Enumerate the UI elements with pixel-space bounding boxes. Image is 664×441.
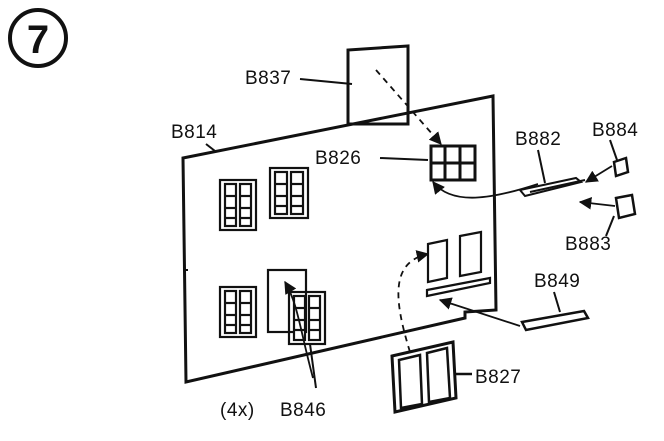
label-b827: B827 — [475, 367, 521, 388]
window-upper-left — [218, 178, 258, 232]
label-b846-qty: (4x) — [220, 400, 255, 421]
sill-part — [520, 309, 590, 332]
label-b883: B883 — [565, 234, 611, 255]
label-b882: B882 — [515, 129, 561, 150]
window-lower-left — [218, 285, 258, 339]
label-b814: B814 — [171, 122, 217, 143]
window-upper-middle — [268, 166, 310, 220]
block-part — [614, 193, 637, 220]
door-openings — [425, 230, 492, 298]
label-b846: B846 — [280, 400, 326, 421]
rail-part — [518, 176, 586, 198]
label-b837: B837 — [245, 68, 291, 89]
step-badge: 7 — [8, 8, 68, 68]
small-window-part — [429, 144, 477, 182]
label-b826: B826 — [315, 148, 361, 169]
label-b884: B884 — [592, 120, 638, 141]
chimney-part — [346, 44, 410, 126]
door-frame-part — [390, 340, 472, 414]
leader-lines — [205, 78, 618, 389]
small-block-part — [612, 156, 630, 178]
assembly-arrows — [284, 69, 616, 379]
step-number: 7 — [27, 18, 49, 62]
label-b849: B849 — [534, 271, 580, 292]
wall-part — [181, 94, 498, 384]
step-circle — [8, 8, 68, 68]
